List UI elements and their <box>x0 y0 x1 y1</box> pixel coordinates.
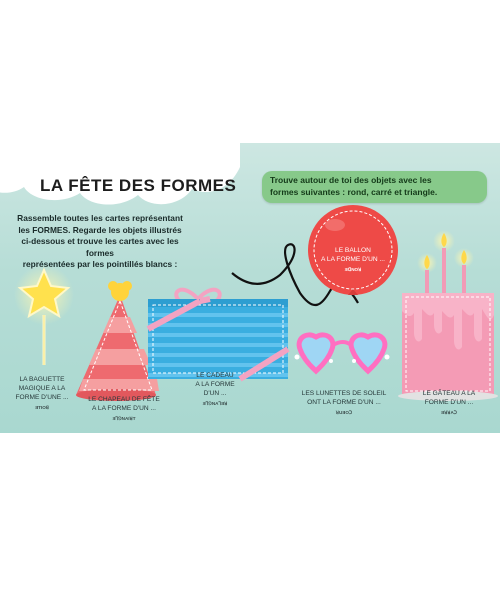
caption-ballon-line-1: LE BALLON <box>335 247 371 254</box>
cake-icon <box>398 293 498 401</box>
caption-lunettes-code: ꓤUƎOꓛ <box>335 410 353 415</box>
caption-chapeau-code: ƎꓶꓨNAIꓤT <box>112 416 136 421</box>
cloud-decoration <box>0 143 240 205</box>
instruction-bubble: Trouve autour de toi des objets avec les… <box>262 171 487 203</box>
caption-gateau-code: ƎꓤꓤAꓛ <box>441 410 457 415</box>
caption-ballon: LE BALLON A LA FORME D'UN ... ƎꓷNOꓤ <box>319 246 387 274</box>
caption-lunettes-line-2: ONT LA FORME D'UN ... <box>307 399 381 406</box>
intro-line-1: Rassemble toutes les cartes représentant <box>17 213 183 223</box>
caption-ballon-line-2: A LA FORME D'UN ... <box>321 256 385 263</box>
caption-cadeau-code: ƎꓶꓨNAꓶƎꓤ <box>202 401 228 406</box>
caption-cadeau-line-2: A LA FORME <box>195 381 235 388</box>
caption-lunettes-line-1: LES LUNETTES DE SOLEIL <box>301 390 387 397</box>
bubble-line-2: formes suivantes : rond, carré et triang… <box>270 186 438 197</box>
caption-cadeau-line-3: D'UN ... <box>203 390 227 397</box>
intro-line-3: ci-dessous et trouve les cartes avec les… <box>21 236 179 258</box>
caption-gateau: LE GÂTEAU A LA FORME D'UN ... ƎꓤꓤAꓛ <box>414 389 484 417</box>
bubble-line-1: Trouve autour de toi des objets avec les <box>270 175 432 185</box>
caption-ballon-code: ƎꓷNOꓤ <box>344 267 362 272</box>
caption-lunettes: LES LUNETTES DE SOLEIL ONT LA FORME D'UN… <box>300 389 388 417</box>
caption-chapeau: LE CHAPEAU DE FÊTE A LA FORME D'UN ... Ǝ… <box>80 395 168 423</box>
party-hat-icon <box>76 281 159 401</box>
caption-cadeau-line-1: LE CADEAU <box>196 372 234 379</box>
caption-baguette-line-3: FORME D'UNE ... <box>15 394 69 401</box>
intro-line-4: représentées par les pointillés blancs : <box>22 259 178 269</box>
magic-wand-star-icon <box>14 265 74 365</box>
caption-chapeau-line-2: A LA FORME D'UN ... <box>92 405 156 412</box>
caption-chapeau-line-1: LE CHAPEAU DE FÊTE <box>88 396 160 403</box>
intro-text: Rassemble toutes les cartes représentant… <box>14 213 186 271</box>
gift-box-icon <box>146 287 290 382</box>
caption-gateau-line-1: LE GÂTEAU A LA <box>422 390 476 397</box>
intro-line-2: les FORMES. Regarde les objets illustrés <box>18 224 182 235</box>
candles-icon <box>417 230 474 296</box>
caption-baguette: LA BAGUETTE MAGIQUE A LA FORME D'UNE ...… <box>12 375 72 412</box>
balloon-icon <box>308 205 398 295</box>
illustration-spread: LA FÊTE DES FORMES Trouve autour de toi … <box>0 143 500 433</box>
caption-gateau-line-2: FORME D'UN ... <box>424 399 474 406</box>
caption-cadeau: LE CADEAU A LA FORME D'UN ... ƎꓶꓨNAꓶƎꓤ <box>185 371 245 408</box>
caption-baguette-line-2: MAGIQUE A LA <box>18 385 66 392</box>
sunglasses-icon <box>294 332 390 375</box>
caption-baguette-code: ƎTIOꓭ <box>35 405 49 410</box>
caption-baguette-line-1: LA BAGUETTE <box>19 376 65 383</box>
party-illustrations <box>14 205 498 401</box>
page-title: LA FÊTE DES FORMES <box>40 176 237 195</box>
